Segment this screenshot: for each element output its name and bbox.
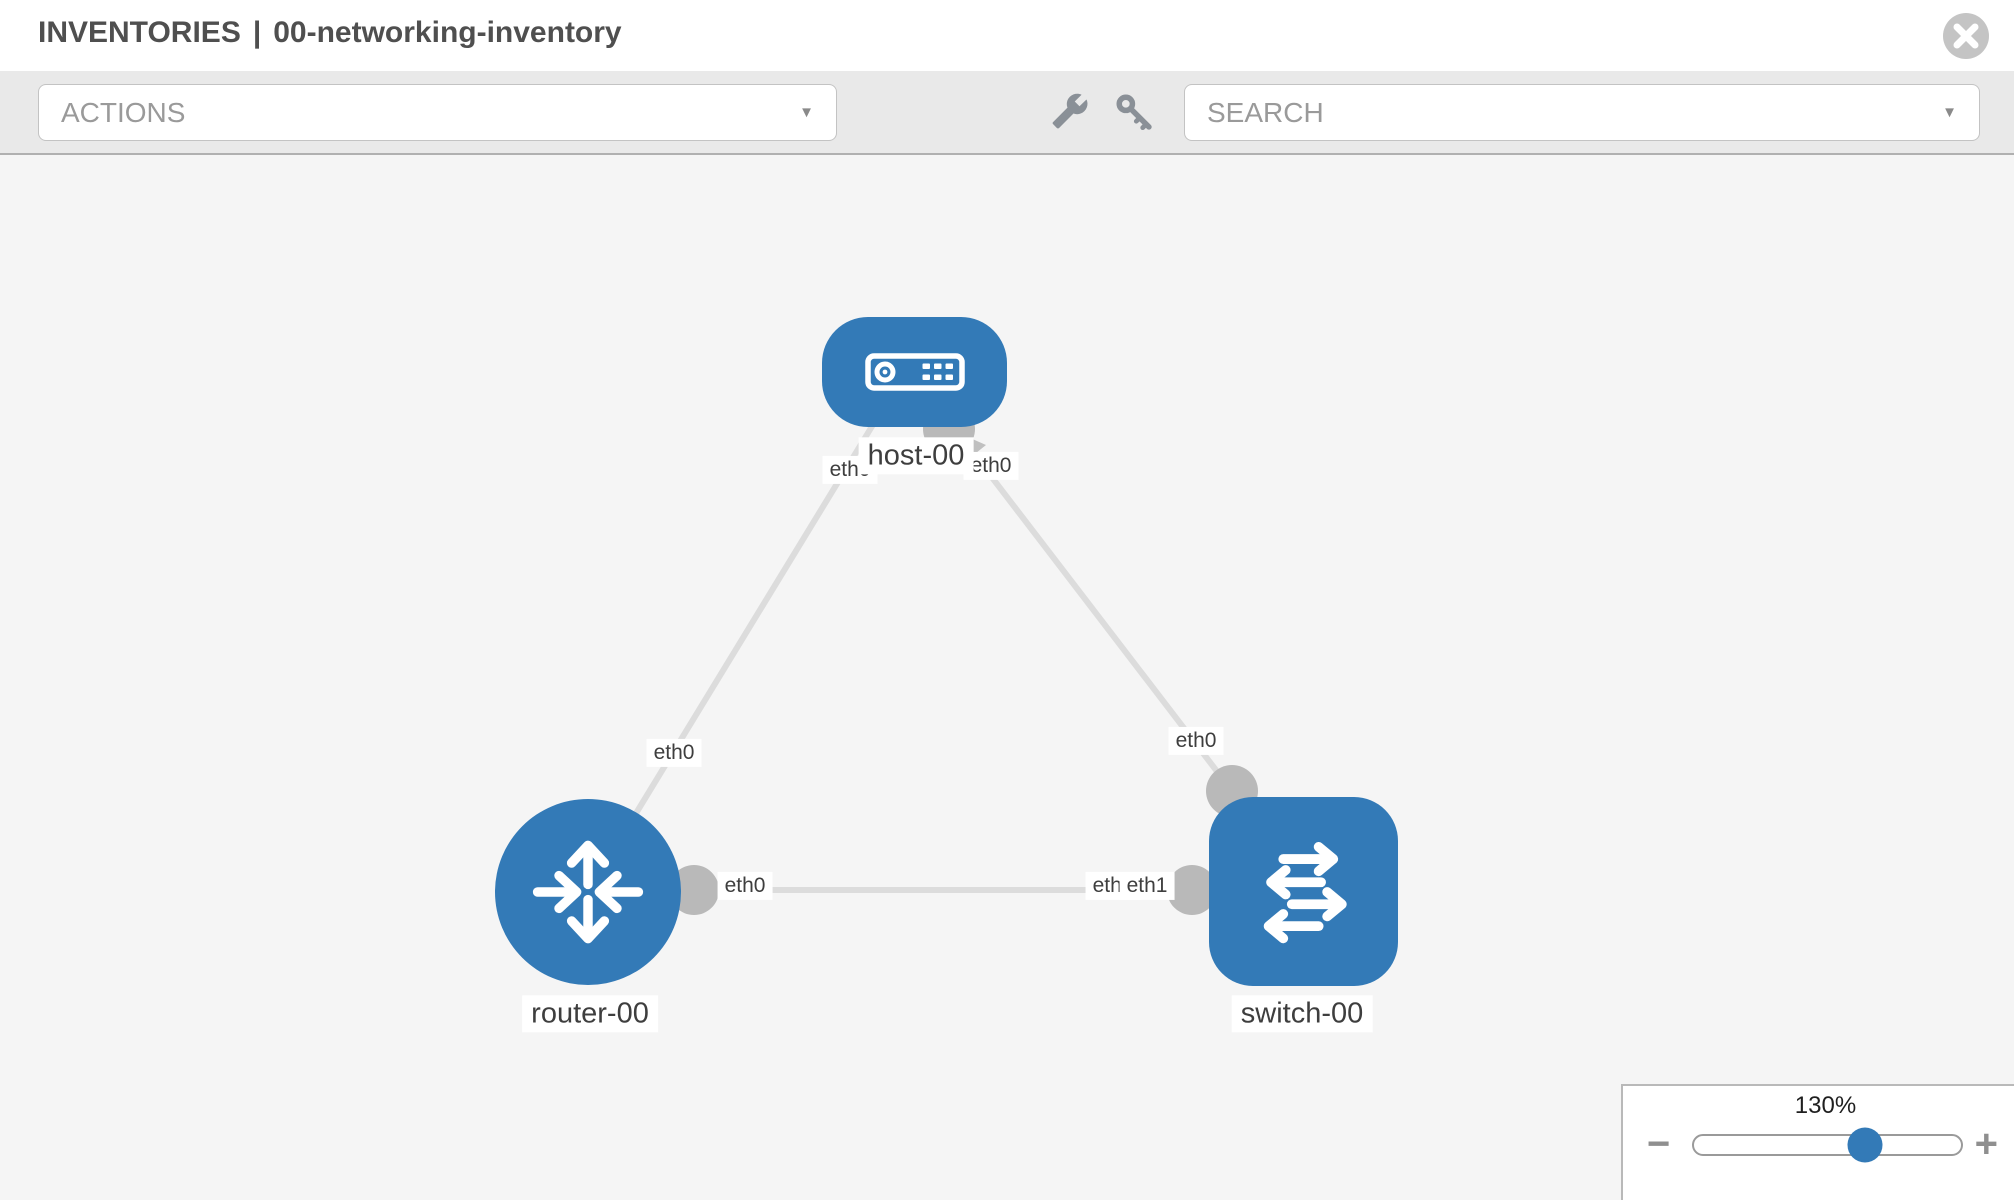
title-section: INVENTORIES <box>38 16 241 49</box>
connector-switch-left <box>1167 865 1217 915</box>
close-button[interactable] <box>1942 12 1990 60</box>
zoom-slider-thumb[interactable] <box>1847 1127 1883 1163</box>
close-icon <box>1943 13 1989 59</box>
interface-label-router-eth0: eth0 <box>717 871 773 901</box>
wrench-icon <box>1052 93 1088 129</box>
chevron-down-icon: ▼ <box>799 104 814 121</box>
search-dropdown-label: SEARCH <box>1207 96 1324 128</box>
interface-label-switch-eth0-up: eth0 <box>1168 726 1224 756</box>
zoom-in-button[interactable]: + <box>1975 1124 1998 1164</box>
title-inventory-name: 00-networking-inventory <box>273 16 622 49</box>
toolbar: ACTIONS ▼ SEARCH ▼ <box>0 71 2014 155</box>
topology-links-layer <box>585 403 1258 915</box>
zoom-out-button[interactable]: − <box>1647 1124 1670 1164</box>
actions-dropdown[interactable]: ACTIONS ▼ <box>38 84 837 141</box>
node-switch-00[interactable] <box>1209 797 1398 986</box>
router-icon <box>532 840 644 944</box>
interface-label-router-eth0-up: eth0 <box>646 738 702 768</box>
zoom-slider-track[interactable] <box>1692 1127 1963 1163</box>
zoom-control-panel: 130% − + <box>1621 1084 2014 1200</box>
search-dropdown[interactable]: SEARCH ▼ <box>1184 84 1980 141</box>
plus-icon: + <box>1974 1122 1998 1166</box>
title-divider: | <box>252 16 262 49</box>
actions-dropdown-label: ACTIONS <box>61 96 186 128</box>
link-router-host[interactable] <box>585 403 888 894</box>
topology-canvas[interactable]: host-00 router-00 switch-00 eth0 eth0 et… <box>0 155 2014 1200</box>
header: INVENTORIES | 00-networking-inventory <box>0 0 2014 71</box>
key-icon <box>1116 94 1152 131</box>
page-title: INVENTORIES | 00-networking-inventory <box>38 0 622 66</box>
host-icon <box>864 353 965 391</box>
node-label-router-00: router-00 <box>522 995 658 1033</box>
node-label-host-00: host-00 <box>858 437 974 475</box>
node-label-switch-00: switch-00 <box>1231 995 1373 1033</box>
minus-icon: − <box>1647 1122 1671 1166</box>
interface-label-switch-eth1: eth1 <box>1119 871 1175 901</box>
key-button[interactable] <box>1112 91 1158 137</box>
switch-icon <box>1263 841 1347 943</box>
wrench-button[interactable] <box>1050 92 1090 132</box>
zoom-level: 130% <box>1794 1092 1857 1119</box>
chevron-down-icon: ▼ <box>1942 104 1957 121</box>
connector-router-right <box>669 865 719 915</box>
node-router-00[interactable] <box>495 799 681 985</box>
node-host-00[interactable] <box>822 317 1007 427</box>
